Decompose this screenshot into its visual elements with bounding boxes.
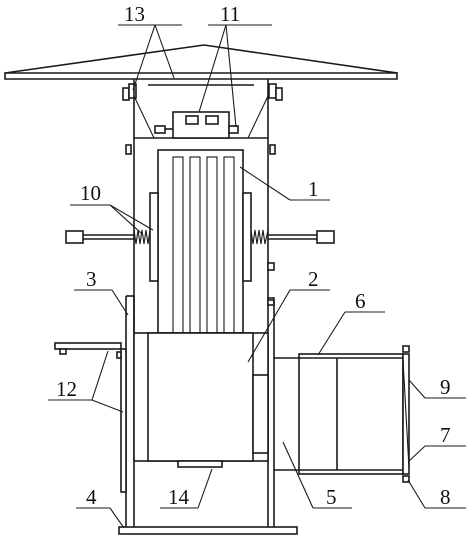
- roof-hinge-brackets: [122, 83, 283, 155]
- side-screws: [267, 262, 275, 306]
- label-8: 8: [440, 485, 451, 509]
- label-11: 11: [220, 2, 240, 26]
- leader-lines: [48, 24, 466, 529]
- label-10: 10: [80, 181, 101, 205]
- collection-box: [133, 332, 269, 468]
- label-6: 6: [355, 289, 366, 313]
- label-13: 13: [124, 2, 145, 26]
- reference-numerals: 13 11 1 10 3 2 6 12 9 7 5 8 4 14: [56, 2, 451, 509]
- label-4: 4: [86, 485, 97, 509]
- roof-canopy: [4, 44, 398, 86]
- left-tray: [54, 342, 127, 493]
- label-1: 1: [308, 177, 319, 201]
- motor-unit: [154, 111, 239, 139]
- filter-box: [157, 149, 244, 334]
- left-clamp-assembly: [65, 192, 159, 282]
- label-2: 2: [308, 267, 319, 291]
- base-plate: [118, 526, 298, 535]
- label-3: 3: [86, 267, 97, 291]
- label-5: 5: [326, 485, 337, 509]
- label-7: 7: [440, 423, 451, 447]
- label-14: 14: [168, 485, 190, 509]
- label-9: 9: [440, 375, 451, 399]
- right-clamp-assembly: [242, 192, 335, 282]
- right-duct: [274, 345, 410, 483]
- label-12: 12: [56, 377, 77, 401]
